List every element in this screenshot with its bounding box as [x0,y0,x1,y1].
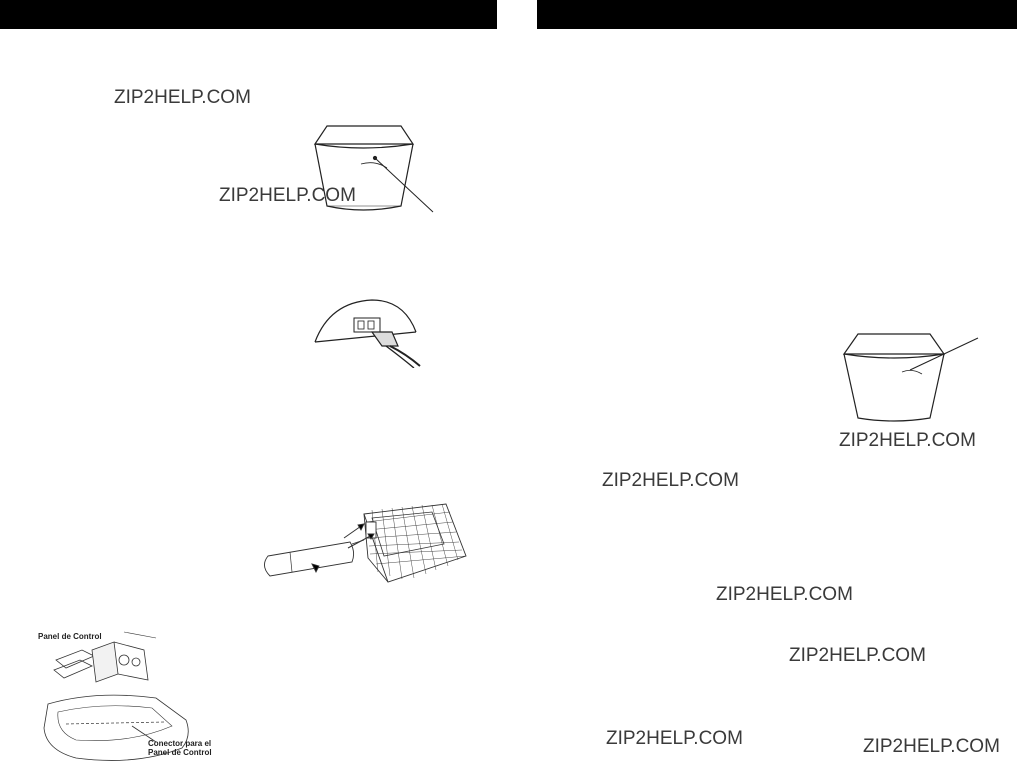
watermark: ZIP2HELP.COM [219,185,356,206]
power-connector-illustration [312,296,424,368]
connector-label: Conector para el Panel de Control [148,739,212,757]
left-header-bar [0,0,497,29]
frying-basket-illustration [260,494,472,590]
control-panel-label: Panel de Control [38,632,102,641]
watermark: ZIP2HELP.COM [606,728,743,749]
watermark: ZIP2HELP.COM [789,645,926,666]
control-panel-illustration: Panel de Control Conector para el Panel … [36,628,212,770]
oil-container-right-illustration [840,330,980,424]
watermark: ZIP2HELP.COM [602,470,739,491]
oil-container-illustration [305,122,435,217]
watermark: ZIP2HELP.COM [716,584,853,605]
watermark: ZIP2HELP.COM [114,87,251,108]
right-header-bar [537,0,1017,29]
connector-label-line2: Panel de Control [148,748,212,758]
watermark: ZIP2HELP.COM [839,430,976,451]
watermark: ZIP2HELP.COM [863,736,1000,757]
connector-label-line1: Conector para el [148,739,212,748]
